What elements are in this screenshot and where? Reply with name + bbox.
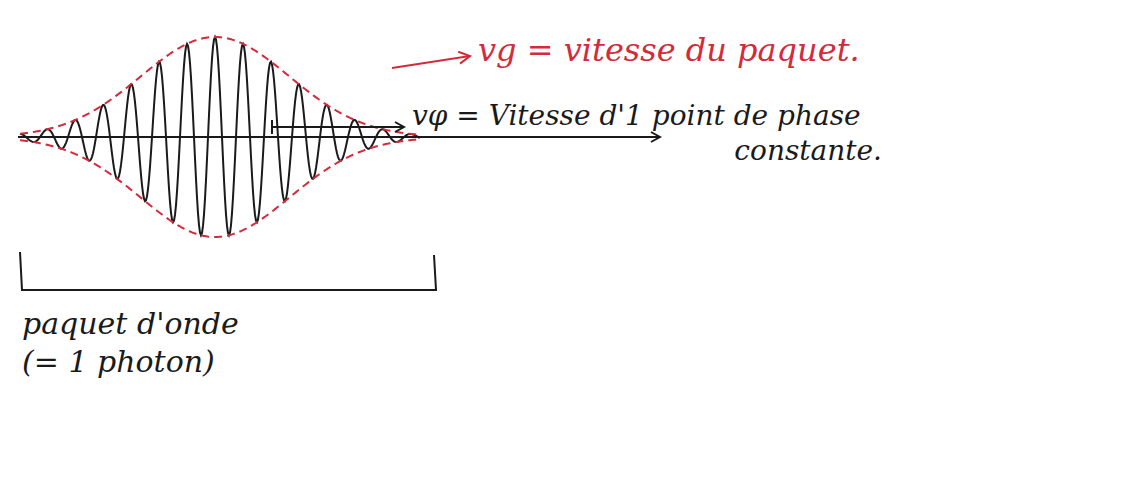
group-velocity-arrow (392, 56, 470, 68)
phase-velocity-arrow (272, 126, 404, 128)
axis-line (18, 136, 660, 138)
packet-label: paquet d'onde (= 1 photon) (22, 305, 252, 380)
phase-velocity-label: vφ = Vitesse d'1 point de phase constant… (412, 98, 882, 168)
packet-bracket (20, 252, 436, 290)
carrier-wave (20, 37, 420, 235)
group-velocity-label: vg = vitesse du paquet. (478, 30, 860, 70)
envelope-curve (20, 37, 420, 135)
envelope-curve (20, 139, 420, 237)
